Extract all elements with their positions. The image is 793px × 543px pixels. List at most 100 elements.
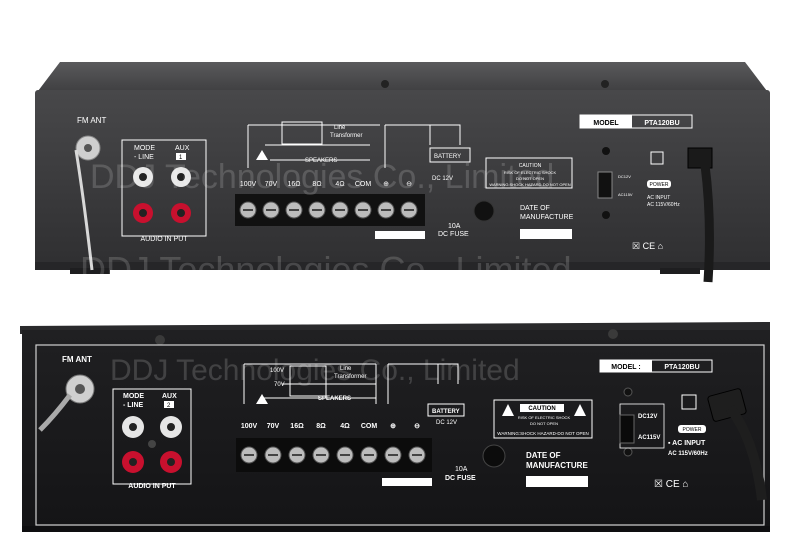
terminal-label: 70V [265, 181, 278, 188]
voltage-selector-switch[interactable] [597, 171, 613, 199]
ground-screw-icon [148, 440, 156, 448]
line-transformer-label-1: Line [334, 125, 346, 131]
model-label: MODEL [593, 120, 619, 127]
terminal-label: COM [355, 181, 372, 188]
caution-line-1: RISK OF ELECTRIC SHOCK [518, 415, 571, 420]
terminal-label: ⊖ [406, 181, 412, 188]
dc-fuse-holder[interactable] [482, 444, 506, 468]
power-label: POWER [650, 182, 669, 188]
screw-slot-icon [243, 209, 253, 211]
manufacture-label: MANUFACTURE [526, 461, 588, 470]
caution-label [485, 157, 573, 189]
voltage-selector-switch[interactable] [619, 414, 635, 444]
watermark: DDJ Technologies Co., Limited [110, 354, 520, 387]
transformer-coil [281, 121, 323, 145]
chassis-base [22, 526, 770, 532]
power-label-box [647, 180, 671, 188]
terminal-label: ⊖ [414, 423, 420, 430]
battery-label: BATTERY [432, 409, 460, 415]
audio-input-label: AUDIO IN PUT [128, 483, 176, 490]
battery-voltage-label: DC 12V [436, 420, 457, 426]
warning-triangle-icon [256, 394, 268, 404]
model-plate-left [580, 115, 632, 128]
watermark: DDJ Technologies Co., Limited [80, 249, 572, 290]
line-transformer-label-1: Line [340, 366, 352, 372]
model-value: PTA120BU [664, 364, 699, 371]
fm-ant-label: FM ANT [77, 116, 106, 125]
ground-screw-icon [602, 147, 610, 155]
terminal-label: 8Ω [316, 423, 326, 430]
battery-wiring [387, 363, 459, 404]
rubber-foot-right [660, 268, 700, 274]
screw-slot-icon [340, 454, 350, 456]
aux-label: AUX [175, 145, 190, 152]
warning-triangle-icon [574, 404, 586, 416]
date-sticker-blank [526, 476, 588, 487]
terminal-label: ⊕ [383, 181, 389, 188]
transformer-diagram [243, 363, 377, 404]
tap-100v-label: 100V [270, 368, 284, 374]
power-cord-strain-relief [687, 147, 713, 169]
rca-jack-white-right-hole [177, 173, 185, 181]
terminal-label: 100V [241, 423, 258, 430]
screw-slot-icon [364, 454, 374, 456]
caution-line-2: DO NOT OPEN [530, 421, 558, 426]
rear-panel [35, 90, 770, 268]
certification-marks: ☒ CE ⌂ [654, 479, 688, 490]
screw-icon [608, 329, 618, 339]
date-sticker-blank [520, 229, 572, 239]
aux-badge-label: 1 [179, 155, 183, 161]
date-of-label: DATE OF [520, 205, 550, 212]
power-cord [725, 404, 767, 501]
transformer-diagram [247, 124, 380, 168]
rubber-foot-left [70, 268, 110, 274]
certification-marks: ☒ CE ⌂ [632, 241, 663, 251]
caution-line-2: DO NOT OPEN [516, 176, 544, 181]
rca-jack-white-left-hole [129, 423, 137, 431]
power-switch[interactable] [650, 151, 664, 165]
amplifier-rear-panel-top: FM ANT MODE - LINE AUX 1 AUDIO IN PUT Li… [35, 62, 770, 290]
speakers-label: SPEAKERS [305, 158, 337, 164]
model-label: MODEL : [611, 364, 640, 371]
fuse-label: DC FUSE [438, 231, 469, 238]
fuse-rating-label: 10A [448, 223, 461, 230]
antenna-cable [38, 393, 72, 432]
aux-badge [176, 153, 186, 160]
screw-slot-icon [335, 209, 345, 211]
ground-screw-icon [602, 211, 610, 219]
ac115v-label: AC115V [618, 192, 633, 197]
line-label: - LINE [123, 402, 144, 409]
fm-antenna-pin [84, 144, 92, 152]
aux-badge-label: 2 [167, 403, 171, 409]
terminal-label: 70V [267, 423, 280, 430]
label-sticker-blank [382, 478, 432, 486]
warning-bar-text: WARNING:SHOCK HAZARD-DO NOT OPEN [497, 431, 589, 436]
caution-label [493, 399, 593, 439]
aux-label: AUX [162, 393, 177, 400]
battery-wiring [384, 124, 461, 168]
aux-badge [164, 401, 174, 408]
terminal-label: COM [361, 423, 378, 430]
screw-slot-icon [388, 454, 398, 456]
caution-line-1: RISK OF ELECTRIC SHOCK [504, 170, 557, 175]
dc12v-label: DC12V [638, 414, 657, 420]
screw-slot-icon [289, 209, 299, 211]
caution-title: CAUTION [519, 163, 542, 169]
watermark: DDJ Technologies Co., Limited [90, 158, 554, 196]
rca-jack-white-right-hole [167, 423, 175, 431]
line-transformer-label-2: Transformer [334, 374, 366, 380]
ac-spec-label: AC 115V/60Hz [647, 202, 680, 208]
rca-jack-red-right-hole [167, 458, 175, 466]
screw-slot-icon [292, 454, 302, 456]
antenna-cable [74, 149, 94, 271]
audio-input-frame [112, 388, 192, 485]
chassis-lid [35, 62, 770, 95]
screw-slot-icon [316, 454, 326, 456]
amplifier-rear-panel-bottom: FM ANT MODE - LINE AUX 2 AUDIO IN PUT 10… [20, 322, 770, 532]
power-switch[interactable] [681, 394, 697, 410]
warning-bar-text: WARNING:SHOCK HAZARD-DO NOT OPEN [489, 182, 570, 187]
screw-slot-icon [266, 209, 276, 211]
ground-screw-icon [623, 387, 633, 397]
dc-fuse-holder[interactable] [473, 200, 495, 222]
terminal-label: 16Ω [287, 181, 300, 188]
